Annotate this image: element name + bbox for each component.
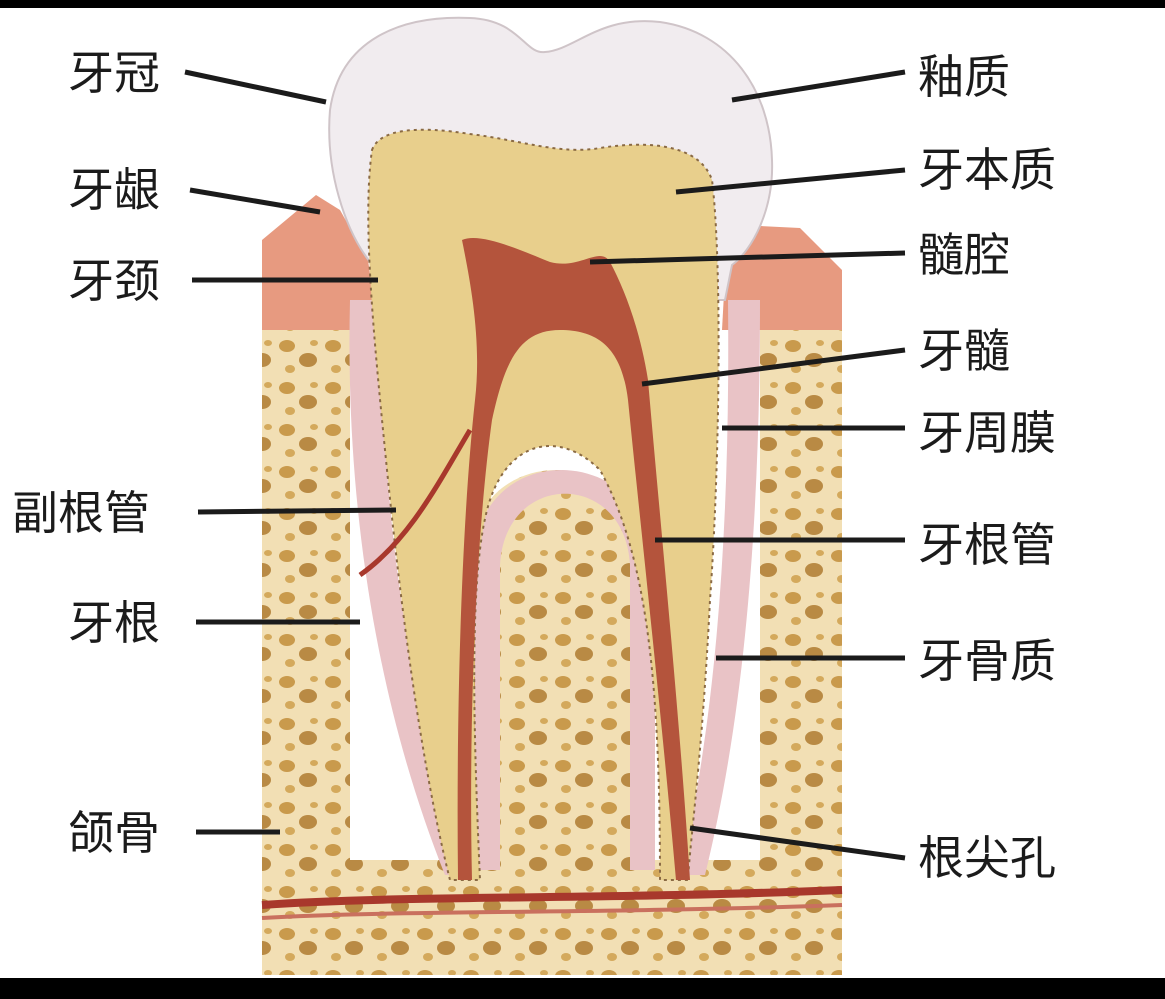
label-gum: 牙龈 xyxy=(68,163,160,217)
label-apical-foramen: 根尖孔 xyxy=(918,831,1056,885)
accessory-canal-shape xyxy=(358,428,473,578)
vessel-base-2 xyxy=(261,903,843,920)
leader-pulp-chamber xyxy=(589,250,906,265)
label-dentin: 牙本质 xyxy=(918,143,1056,197)
label-cementum: 牙骨质 xyxy=(918,634,1056,688)
label-root-canal: 牙根管 xyxy=(918,518,1056,572)
leader-enamel xyxy=(731,69,906,103)
label-jaw-bone: 颌骨 xyxy=(68,806,160,860)
leader-dentin xyxy=(675,167,906,195)
membrane-right xyxy=(680,300,760,875)
membrane-left xyxy=(349,300,470,875)
label-pulp: 牙髓 xyxy=(918,324,1010,378)
leader-accessory-canal xyxy=(197,507,397,515)
label-enamel: 釉质 xyxy=(918,50,1010,104)
leader-apical-foramen xyxy=(689,825,906,861)
leader-gum xyxy=(189,187,321,215)
vessel-base xyxy=(261,886,843,909)
label-periodontal-membrane: 牙周膜 xyxy=(918,406,1056,460)
inter-root-bone xyxy=(470,470,650,880)
label-crown: 牙冠 xyxy=(68,46,160,100)
label-neck: 牙颈 xyxy=(68,254,160,308)
label-root: 牙根 xyxy=(68,596,160,650)
label-accessory-canal: 副根管 xyxy=(12,486,150,540)
leader-lines xyxy=(184,69,906,861)
label-pulp-chamber: 髓腔 xyxy=(918,228,1010,282)
gum-left-shape xyxy=(262,195,378,330)
leader-crown xyxy=(184,69,327,105)
pulp-chamber-shape xyxy=(457,238,690,880)
leader-pulp xyxy=(641,347,906,387)
